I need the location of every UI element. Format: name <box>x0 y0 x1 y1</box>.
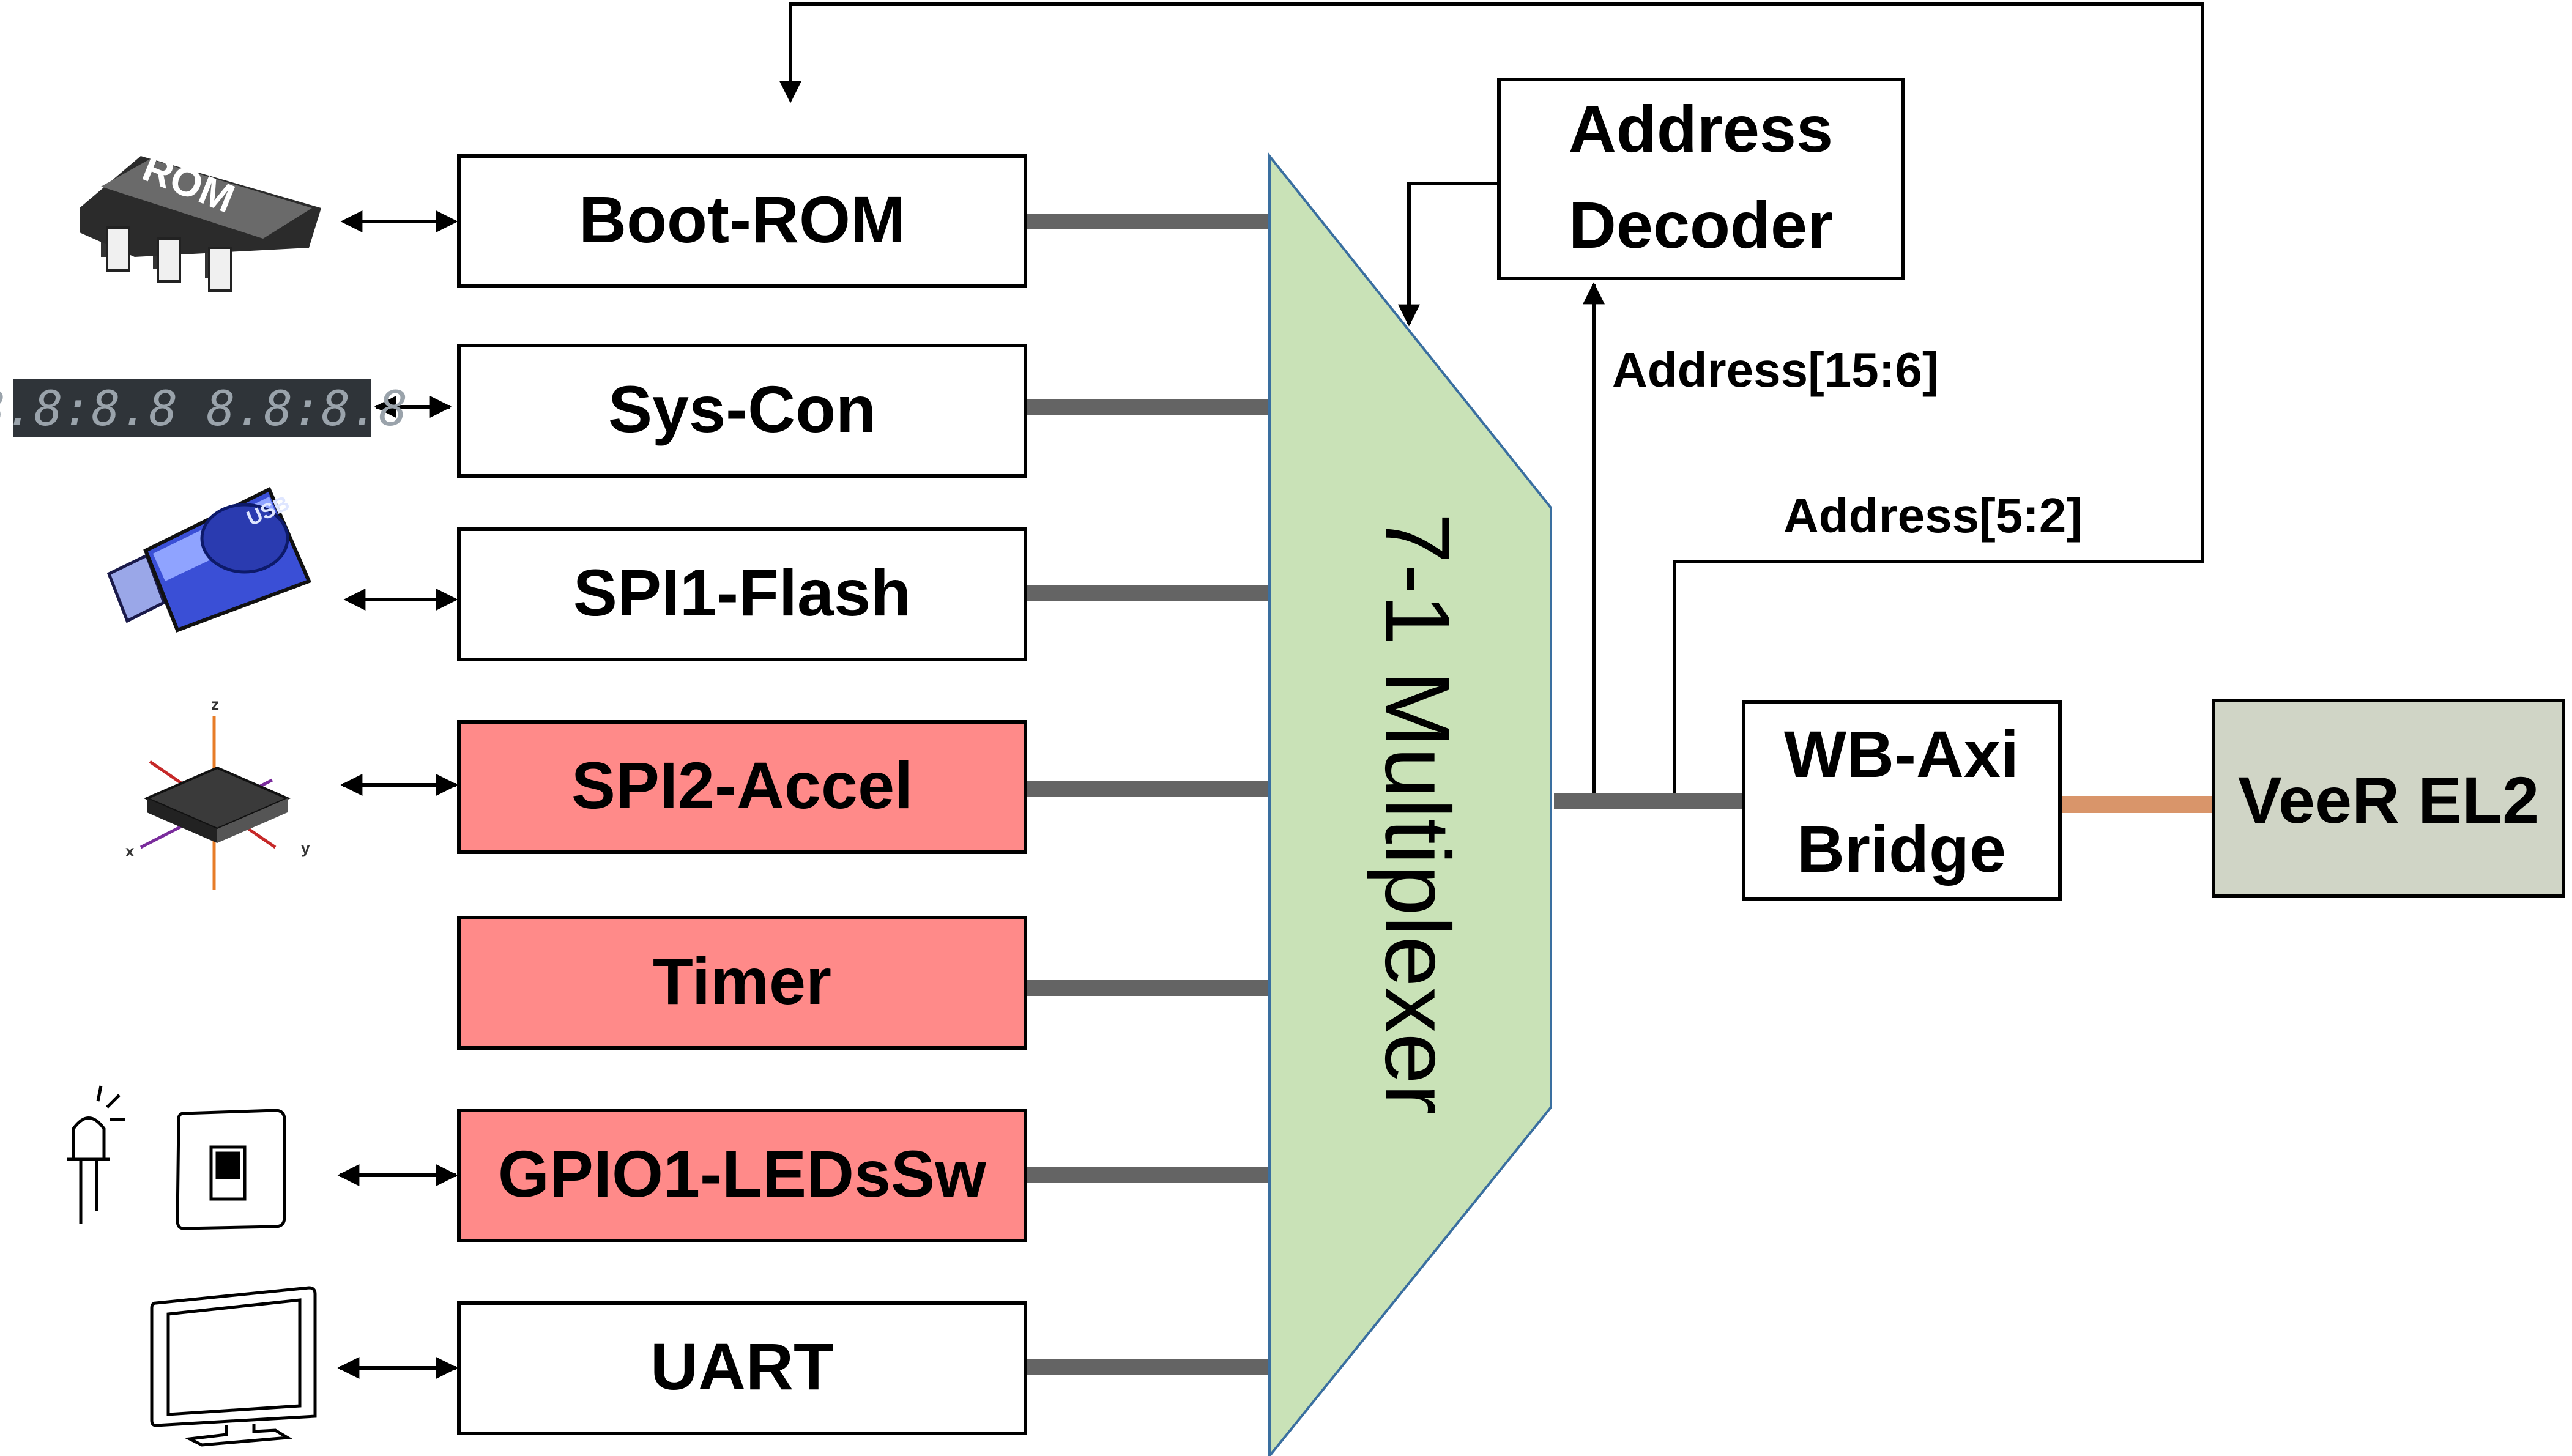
peripheral-block-spi2-accel: SPI2-Accel <box>457 720 1027 854</box>
address-decoder-label-line1: Address <box>1569 92 1833 166</box>
peripheral-block-uart: UART <box>457 1301 1027 1435</box>
peripheral-block-gpio1-ledssw: GPIO1-LEDsSw <box>457 1109 1027 1242</box>
multiplexer-label: 7-1 Multiplexer <box>1366 513 1469 1115</box>
address-high-label: Address[15:6] <box>1612 343 1939 397</box>
block-box <box>457 1109 1027 1242</box>
block-label: GPIO1-LEDsSw <box>498 1137 987 1211</box>
block-label: SPI1-Flash <box>573 555 911 630</box>
peripheral-block-boot-rom: Boot-ROM <box>457 154 1027 288</box>
block-box <box>457 527 1027 661</box>
block-box <box>457 344 1027 478</box>
rom-chip-icon: ROM <box>80 144 321 292</box>
peripheral-block-sys-con: Sys-Con <box>457 344 1027 478</box>
block-box <box>457 720 1027 854</box>
axis-y-label: y <box>301 839 310 857</box>
wb-axi-bridge-label-line1: WB-Axi <box>1784 717 2019 791</box>
block-box <box>457 1301 1027 1435</box>
block-label: Timer <box>653 944 831 1018</box>
peripheral-block-timer: Timer <box>457 916 1027 1050</box>
block-label: Sys-Con <box>608 372 876 446</box>
bidirectional-arrows <box>337 210 458 1379</box>
peripheral-block-spi1-flash: SPI1-Flash <box>457 527 1027 661</box>
decoder-to-mux-wire <box>1398 182 1499 327</box>
block-label: SPI2-Accel <box>571 748 913 822</box>
usb-flash-drive-icon: USB <box>106 486 312 633</box>
block-label: UART <box>650 1329 834 1403</box>
veer-el2-core-label: VeeR EL2 <box>2238 763 2539 837</box>
block-box <box>457 154 1027 288</box>
address-low-feedback-wire <box>779 2 2204 801</box>
wb-axi-bridge-box <box>1742 700 2062 901</box>
seven-segment-display-icon: 8.8:8.8 8.8:8.8 <box>0 379 407 437</box>
address-decoder-label-line2: Decoder <box>1569 188 1833 262</box>
block-buses <box>1027 214 1269 1375</box>
address-low-label: Address[5:2] <box>1783 488 2083 543</box>
veer-el2-core-box <box>2212 699 2565 898</box>
seven-segment-readout: 8.8:8.8 8.8:8.8 <box>0 382 407 437</box>
wb-axi-bridge-label-line2: Bridge <box>1797 812 2006 886</box>
axis-x-label: x <box>125 842 135 860</box>
axis-z-label: z <box>211 695 219 713</box>
block-box <box>457 916 1027 1050</box>
accelerometer-chip-icon: z x y <box>125 695 310 890</box>
multiplexer <box>1268 152 1552 1456</box>
led-and-switch-icon <box>67 1085 286 1230</box>
monitor-icon <box>150 1286 317 1447</box>
block-label: Boot-ROM <box>579 182 905 256</box>
address-decoder-box <box>1497 78 1905 280</box>
